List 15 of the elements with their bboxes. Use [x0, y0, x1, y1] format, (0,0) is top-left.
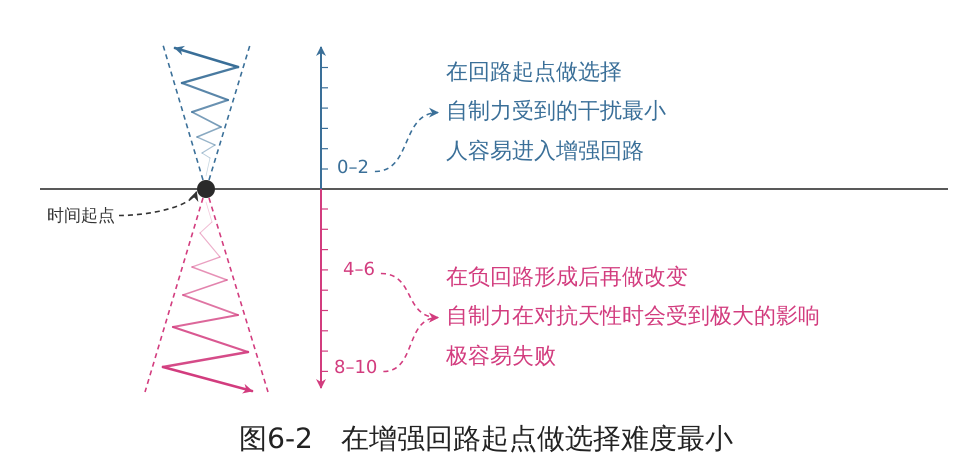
note-line: 在回路起点做选择	[446, 60, 623, 86]
note-line: 自制力在对抗天性时会受到极大的影响	[446, 304, 820, 331]
point-label: 时间起点	[47, 204, 115, 227]
dashed-arrow	[383, 314, 439, 372]
dashed-arrow	[374, 108, 439, 172]
dashed-arrow	[118, 191, 198, 216]
note-line: 在负回路形成后再做改变	[446, 265, 689, 292]
note-line: 极容易失败	[446, 344, 557, 370]
range-label: 4–6	[343, 259, 375, 280]
start-dot	[197, 180, 215, 198]
range-label: 0–2	[337, 157, 369, 178]
note-line: 自制力受到的干扰最小	[446, 99, 666, 126]
note-line: 人容易进入增强回路	[446, 138, 645, 166]
range-label: 8–10	[334, 357, 378, 378]
figure-caption: 图6-2 在增强回路起点做选择难度最小	[238, 421, 734, 457]
